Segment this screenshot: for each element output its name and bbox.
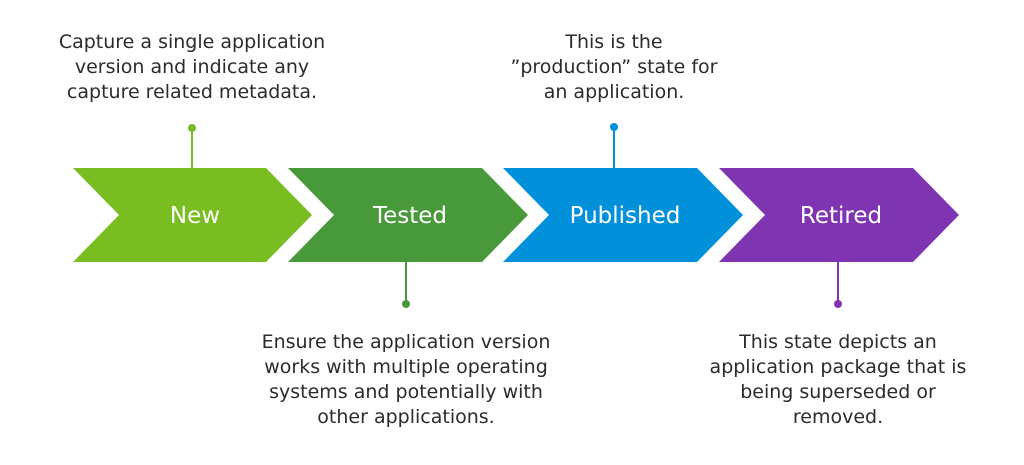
connector-retired xyxy=(834,262,842,308)
description-tested: Ensure the application version works wit… xyxy=(246,330,566,430)
chevron-tested xyxy=(288,168,528,262)
description-new: Capture a single application version and… xyxy=(42,30,342,105)
connector-tested xyxy=(402,262,410,308)
stage-label-new: New xyxy=(170,203,220,229)
description-line: other applications. xyxy=(317,406,495,428)
chevron-published xyxy=(503,168,743,262)
description-published: This is the ”production” state for an ap… xyxy=(494,30,734,105)
description-line: being superseded or xyxy=(740,381,936,403)
description-line: Capture a single application xyxy=(58,31,326,53)
description-line: application package that is xyxy=(709,356,967,378)
description-line: version and indicate any xyxy=(74,56,310,78)
description-line: This is the xyxy=(565,31,663,53)
description-line: systems and potentially with xyxy=(269,381,543,403)
chevron-new xyxy=(73,168,312,262)
description-line: ”production” state for xyxy=(510,56,718,78)
description-line: works with multiple operating xyxy=(264,356,548,378)
description-line: removed. xyxy=(792,406,884,428)
description-line: an application. xyxy=(543,81,685,103)
chevron-retired xyxy=(719,168,959,262)
stage-label-tested: Tested xyxy=(372,203,447,229)
connector-new xyxy=(188,124,196,168)
description-retired: This state depicts an application packag… xyxy=(693,330,983,430)
description-line: capture related metadata. xyxy=(66,81,318,103)
description-line: Ensure the application version xyxy=(261,331,551,353)
stage-label-retired: Retired xyxy=(800,203,882,229)
description-line: This state depicts an xyxy=(739,331,937,353)
connector-published xyxy=(610,123,618,168)
stage-label-published: Published xyxy=(570,203,681,229)
